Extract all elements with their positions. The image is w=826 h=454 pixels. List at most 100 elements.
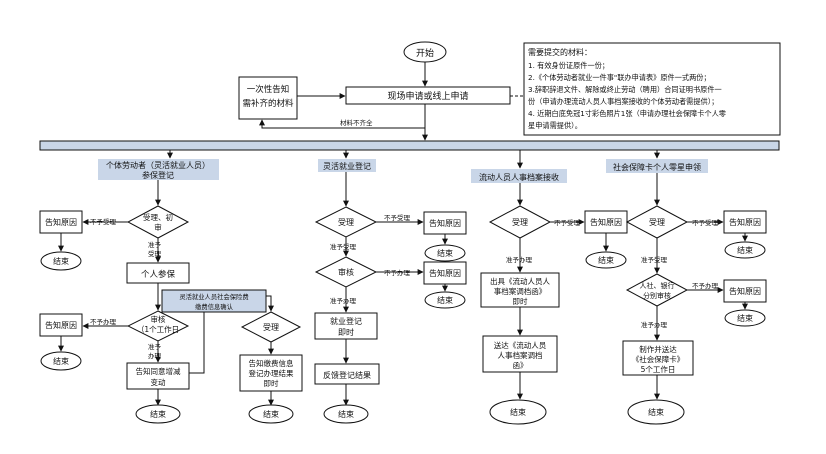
col1-review-line1: 受理、初 <box>143 212 173 222</box>
col4-notify-label-2: 告知原因 <box>729 286 761 296</box>
col4-grant-accept: 准予受理 <box>641 255 668 264</box>
col2-end-label-3: 结束 <box>338 409 354 419</box>
col1-notify-label-2: 告知原因 <box>45 320 77 330</box>
col3-deliver-line1: 送达《流动人员 <box>494 340 547 350</box>
col1-review-line2: 审 <box>154 222 162 232</box>
col1-notify-label-1: 告知原因 <box>45 217 77 227</box>
col2-end-label-2: 结束 <box>437 295 453 305</box>
materials-item-6: 星申请需提供）。 <box>528 121 582 130</box>
col4-bank-line2: 分别审核 <box>643 291 671 300</box>
col2-feedback-label: 反馈登记结果 <box>323 370 371 380</box>
materials-item-4: 份（申请办理流动人员人事档案接收的个体劳动者需提供）； <box>528 97 718 106</box>
col3-grant-handle: 准予办理 <box>506 255 533 264</box>
col4-end-3 <box>627 399 685 425</box>
flex-confirm-line1: 灵活就业人员社会保险费 <box>179 292 248 301</box>
col4-end-label-2: 结束 <box>737 313 753 323</box>
col4-header-bg <box>606 159 708 173</box>
materials-item-2: 2.《个体劳动者就业一件事"联办申请表》原件一式两份； <box>528 73 711 82</box>
col2-end-3 <box>323 404 369 424</box>
col2-accept-label: 受理 <box>338 217 354 227</box>
col1b-accept-label: 受理 <box>263 322 279 332</box>
col1b-notify-pay-line1: 告知缴费信息 <box>249 358 294 368</box>
col4-bank-line1: 人社、银行 <box>640 281 675 290</box>
materials-title: 需要提交的材料： <box>528 47 592 57</box>
col4-make-card-box <box>622 340 694 376</box>
col4-grant-handle: 准予办理 <box>641 320 668 329</box>
col1-insured-label: 个人参保 <box>141 269 176 280</box>
col2-header: 灵活就业登记 <box>323 161 371 171</box>
col4-header: 社会保障卡个人零星申领 <box>613 162 701 172</box>
col3-header-bg <box>471 169 567 183</box>
col4-make-card-line1: 制作并送达 <box>639 344 677 354</box>
col2-header-bg <box>318 159 376 172</box>
col2-employ-line1: 就业登记 <box>330 316 362 326</box>
col3-not-accept: 不予受理 <box>554 218 581 227</box>
materials-box <box>523 42 781 136</box>
apply-label: 现场申请或线上申请 <box>387 90 468 102</box>
col3-end-2 <box>489 399 547 425</box>
col4-not-accept: 不予受理 <box>692 218 719 227</box>
col1-end-label-3: 结束 <box>150 409 166 419</box>
col1b-notify-pay-line3: 即时 <box>264 378 279 388</box>
col2-employ-line2: 即时 <box>338 327 354 337</box>
col1-increase-box <box>126 362 190 390</box>
col1-grant-accept-2: 受理 <box>148 249 162 258</box>
col1-review-1day-line2: （1个工作日 <box>137 324 179 334</box>
flex-confirm-line2: 缴费信息确认 <box>195 302 233 311</box>
notify-materials-box <box>238 76 298 120</box>
col1-header-line2: 参保登记 <box>142 170 174 180</box>
distribution-bar <box>39 140 780 151</box>
col1-increase-line2: 变动 <box>151 377 166 387</box>
col2-grant-accept: 准予受理 <box>330 242 357 251</box>
col2-notify-label-2: 告知原因 <box>429 268 461 278</box>
col1-increase-line1: 告知同意增减 <box>136 366 181 376</box>
col3-issue-box <box>480 272 560 308</box>
col3-end-1 <box>585 251 627 269</box>
col2-not-handle: 不予办理 <box>384 268 411 277</box>
col3-issue-line2: 事档案调档函》 <box>494 286 547 296</box>
col4-end-label-1: 结束 <box>737 245 753 255</box>
col2-employ-box <box>314 312 378 340</box>
col2-not-accept: 不予受理 <box>384 213 411 222</box>
notify-materials-line2: 需补齐的材料 <box>242 98 294 109</box>
col3-header: 流动人员人事档案接收 <box>479 172 559 182</box>
col1-end-3 <box>135 404 181 424</box>
col4-accept-label: 受理 <box>649 217 665 227</box>
col3-deliver-line2: 人事档案调档 <box>498 350 543 360</box>
col1b-notify-pay-line2: 登记办理结果 <box>249 368 294 378</box>
col4-bank-diamond <box>625 273 689 307</box>
col2-feedback-box <box>314 363 380 385</box>
col3-deliver-box <box>482 335 558 373</box>
col3-accept-label: 受理 <box>512 217 528 227</box>
materials-item-5: 4. 近期白底免冠1寸彩色照片1张（申请办理社会保障卡个人零 <box>528 109 726 118</box>
col3-issue-line3: 即时 <box>513 296 528 306</box>
col2-grant-handle: 准予办理 <box>330 296 357 305</box>
start-label: 开始 <box>416 47 434 59</box>
col2-notify-label-1: 告知原因 <box>429 218 461 228</box>
col1b-end-label: 结束 <box>263 409 279 419</box>
col2-end-1 <box>424 244 466 262</box>
col2-review-label: 审核 <box>338 267 354 277</box>
col3-end-label-1: 结束 <box>598 255 614 265</box>
col4-end-label-3: 结束 <box>648 407 664 417</box>
col3-end-label-2: 结束 <box>510 407 526 417</box>
col4-not-handle: 不予办理 <box>692 281 719 290</box>
col1-not-accept: 不予受理 <box>90 217 117 226</box>
notify-materials-line1: 一次性告知 <box>247 84 290 95</box>
col3-deliver-line3: 函》 <box>513 361 528 370</box>
col4-end-1 <box>724 241 766 259</box>
col4-notify-label-1: 告知原因 <box>729 217 761 227</box>
col1-grant-handle-1: 准予 <box>148 342 162 351</box>
col4-make-card-line3: 5个工作日 <box>641 364 676 374</box>
col1-grant-handle-2: 办理 <box>148 351 162 360</box>
materials-item-3: 3.辞职辞退文件、解除或终止劳动（聘用）合同证明书原件一 <box>528 85 722 94</box>
col1-review-1day-line1: 审核 <box>151 314 166 324</box>
col1-grant-accept-1: 准予 <box>148 240 162 249</box>
col3-issue-line1: 出具《流动人员人 <box>490 276 550 286</box>
col1-end-label-1: 结束 <box>53 256 69 266</box>
col1b-end <box>248 404 294 424</box>
materials-item-1: 1. 有效身份证原件一份； <box>528 61 609 70</box>
col2-end-label-1: 结束 <box>437 248 453 258</box>
col4-make-card-line2: 《社会保障卡》 <box>632 354 685 364</box>
col1-end-label-2: 结束 <box>53 356 69 366</box>
